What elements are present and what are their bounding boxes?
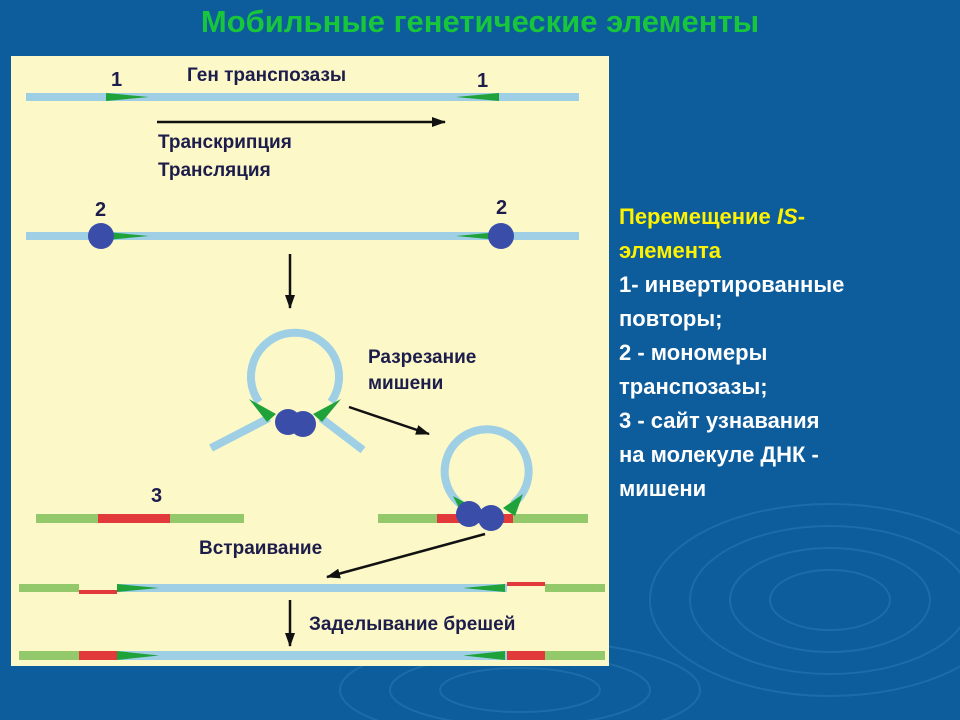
is-element-diagram: 1 1 Ген транспозазы Транскрипция Трансля… — [19, 65, 605, 660]
inverted-repeat-left-row1 — [106, 93, 149, 101]
cutting-label-line1: Разрезание — [368, 347, 476, 368]
legend-title: Перемещение IS- — [619, 204, 806, 229]
gap-strand-left — [79, 590, 117, 594]
label-1-left: 1 — [111, 69, 122, 91]
transposase-dimer-right — [290, 411, 316, 437]
gene-label: Ген транспозазы — [187, 65, 346, 86]
synaptic-loop — [209, 328, 366, 454]
legend-item1-line2: повторы; — [619, 306, 723, 331]
legend-item1-line1: 1- инвертированные — [619, 272, 845, 297]
transcription-label: Транскрипция — [158, 132, 292, 153]
transposase-docked-left — [456, 501, 482, 527]
legend-item2-line2: транспозазы; — [619, 374, 768, 399]
inserted-repeat-left — [117, 584, 159, 592]
dna-strand-row1 — [26, 93, 579, 101]
label-3: 3 — [151, 485, 162, 507]
inserted-element-row — [117, 584, 507, 592]
final-repeat-right — [463, 651, 505, 660]
inverted-repeat-left-row2 — [106, 232, 149, 240]
label-1-right: 1 — [477, 70, 488, 92]
legend-item3-line2: на молекуле ДНК - — [619, 442, 819, 467]
dna-strand-row2 — [26, 232, 579, 240]
final-inserted-element — [117, 651, 507, 660]
transposase-monomer-left — [88, 223, 114, 249]
diagram-panel: 1 1 Ген транспозазы Транскрипция Трансля… — [11, 56, 609, 666]
legend-title-line2: элемента — [619, 238, 722, 263]
final-repeat-left — [117, 651, 159, 660]
insertion-label: Встраивание — [199, 538, 322, 559]
legend-item3-line1: 3 - сайт узнавания — [619, 408, 820, 433]
gap-filling-label: Заделывание брешей — [309, 614, 515, 635]
inserted-target-right — [545, 584, 605, 592]
insertion-arrow — [326, 532, 486, 579]
cutting-label-line2: мишени — [368, 373, 443, 394]
legend: Перемещение IS- элемента 1- инвертирован… — [619, 200, 954, 506]
legend-item2-line1: 2 - мономеры — [619, 340, 768, 365]
inserted-repeat-right — [463, 584, 505, 592]
cutting-arrow — [348, 405, 430, 436]
label-2-right: 2 — [496, 197, 507, 219]
transposase-docked-right — [478, 505, 504, 531]
gap-strand-right — [507, 582, 545, 586]
final-duplicated-site-left — [79, 651, 117, 660]
inserted-target-left — [19, 584, 79, 592]
legend-item3-line3: мишени — [619, 476, 707, 501]
inverted-repeat-right-row1 — [456, 93, 499, 101]
target-site-left — [98, 514, 170, 523]
slide-title: Мобильные генетические элементы — [200, 4, 760, 39]
transposase-monomer-right — [488, 223, 514, 249]
label-2-left: 2 — [95, 199, 106, 221]
docked-loop — [440, 425, 533, 531]
translation-label: Трансляция — [158, 160, 271, 181]
final-duplicated-site-right — [507, 651, 545, 660]
